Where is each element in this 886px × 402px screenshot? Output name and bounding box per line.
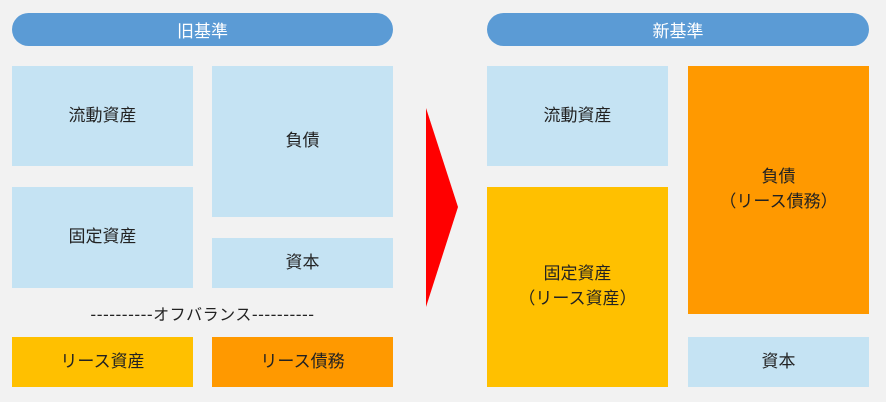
new-fixed-assets-label: 固定資産 <box>543 264 612 285</box>
new-current-assets-label: 流動資産 <box>543 105 612 126</box>
new-fixed-assets-box: 固定資産 （リース資産） <box>487 187 668 387</box>
old-lease-liabilities-box: リース債務 <box>212 337 393 387</box>
old-standard-header: 旧基準 <box>12 13 393 46</box>
old-current-assets-box: 流動資産 <box>12 66 193 166</box>
old-fixed-assets-label: 固定資産 <box>68 227 137 248</box>
new-fixed-assets-sublabel: （リース資産） <box>518 289 637 309</box>
new-current-assets-box: 流動資産 <box>487 66 668 166</box>
new-liabilities-box: 負債 （リース債務） <box>688 66 869 314</box>
new-capital-label: 資本 <box>761 351 796 372</box>
old-liabilities-box: 負債 <box>212 66 393 217</box>
old-capital-box: 資本 <box>212 238 393 288</box>
old-lease-assets-box: リース資産 <box>12 337 193 387</box>
off-balance-label: ----------オフバランス---------- <box>90 305 315 324</box>
new-liabilities-sublabel: （リース債務） <box>719 192 838 212</box>
transition-arrow-icon <box>426 108 458 307</box>
new-capital-box: 資本 <box>688 337 869 387</box>
old-lease-assets-label: リース資産 <box>60 351 145 372</box>
new-standard-header: 新基準 <box>487 13 869 46</box>
old-capital-label: 資本 <box>285 252 320 273</box>
old-lease-liabilities-label: リース債務 <box>260 351 345 372</box>
old-liabilities-label: 負債 <box>285 131 320 152</box>
new-liabilities-label: 負債 <box>761 167 796 188</box>
old-fixed-assets-box: 固定資産 <box>12 187 193 288</box>
old-current-assets-label: 流動資産 <box>68 105 137 126</box>
